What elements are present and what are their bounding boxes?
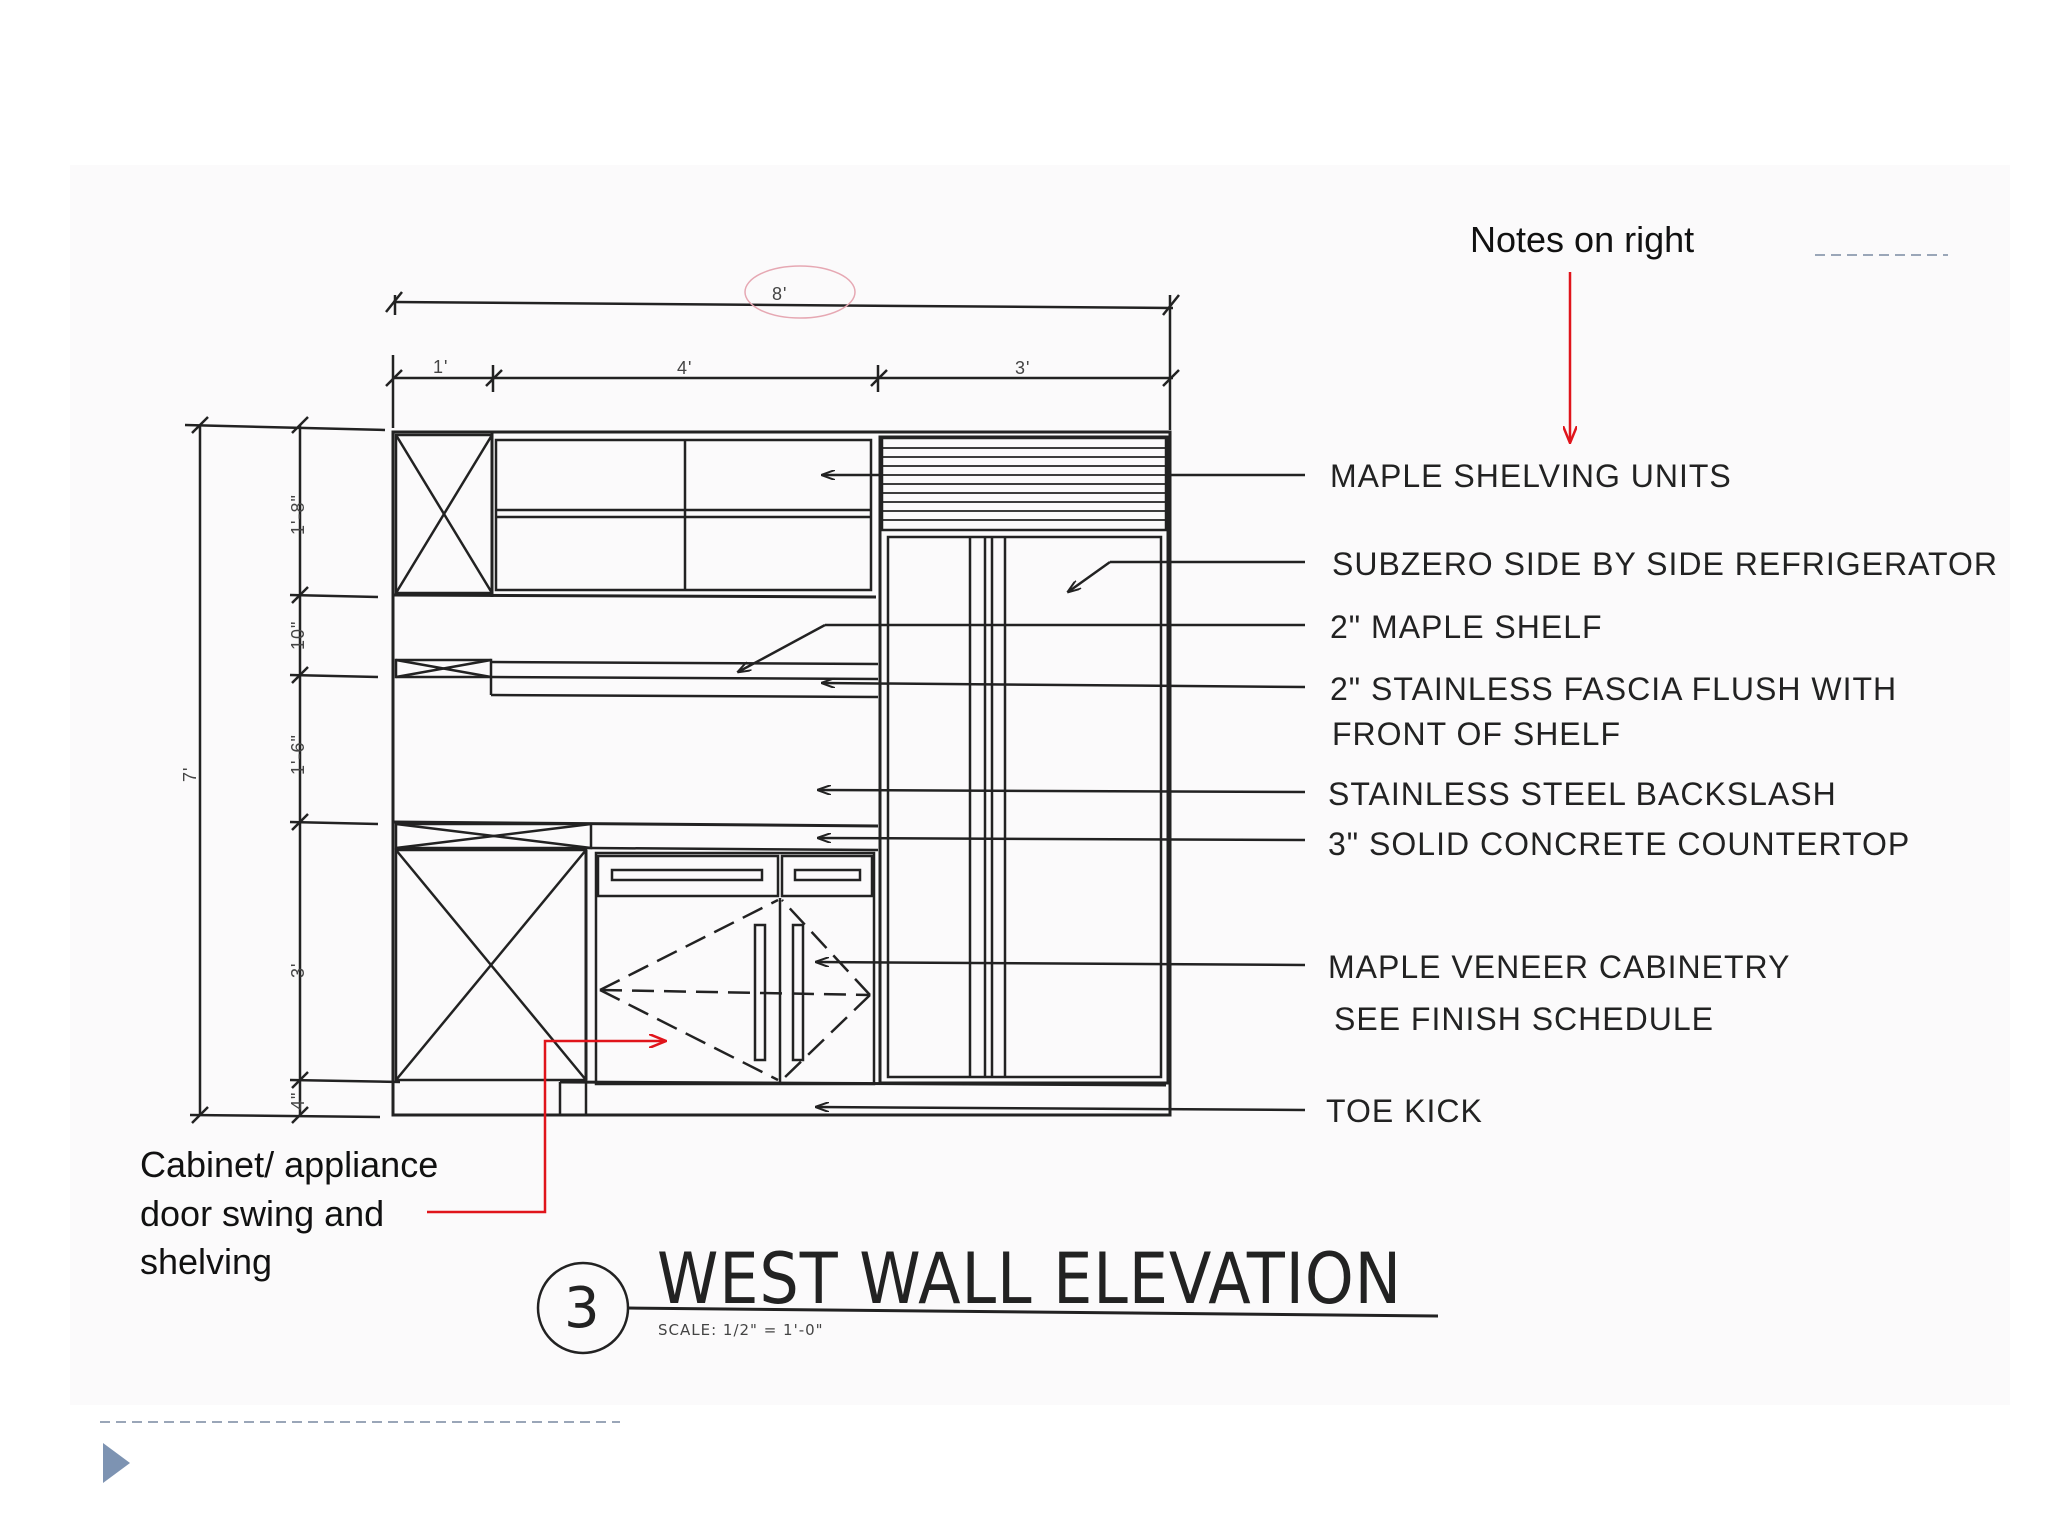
dim-top-seg1: 1' xyxy=(433,357,448,377)
note-leader-lines xyxy=(738,475,1306,1110)
drawing-scale: SCALE: 1/2" = 1'-0" xyxy=(658,1321,824,1339)
play-triangle-icon[interactable] xyxy=(103,1443,130,1483)
dim-left-3: 1'-6" xyxy=(288,734,308,775)
drawer-left xyxy=(596,854,780,898)
wall-outline xyxy=(391,430,1172,1117)
dim-left-5: 4" xyxy=(288,1092,308,1110)
title-underline xyxy=(627,1306,1439,1318)
dim-left-4: 3' xyxy=(288,963,308,978)
left-dimensions xyxy=(184,416,401,1124)
dim-top-overall: 8' xyxy=(772,284,787,304)
door-swing-annotation-line2: door swing and xyxy=(140,1193,384,1234)
note-refrigerator: SUBZERO SIDE BY SIDE REFRIGERATOR xyxy=(1332,546,1998,582)
drawing-number: 3 xyxy=(564,1276,601,1341)
door-swing-annotation-line1: Cabinet/ appliance xyxy=(140,1144,438,1185)
slide-annotations: Notes on right Cabinet/ appliance door s… xyxy=(140,219,1694,1282)
door-swing-lines xyxy=(599,898,871,1082)
dim-left-overall: 7' xyxy=(180,767,200,782)
elevation-drawing xyxy=(184,265,1439,1355)
dim-top-seg2: 4' xyxy=(677,358,692,378)
note-countertop: 3" SOLID CONCRETE COUNTERTOP xyxy=(1328,826,1910,862)
door-swing-annotation-arrow xyxy=(427,1041,665,1214)
note-fascia-line1: 2" STAINLESS FASCIA FLUSH WITH xyxy=(1330,671,1897,707)
maple-shelf xyxy=(394,658,493,679)
drawing-title: WEST WALL ELEVATION xyxy=(657,1238,1402,1320)
door-swing-annotation-line3: shelving xyxy=(140,1241,272,1282)
drawer-right xyxy=(780,854,874,898)
dim-top-seg3: 3' xyxy=(1015,358,1030,378)
note-cabinetry: MAPLE VENEER CABINETRY xyxy=(1328,949,1790,985)
drawing-notes: MAPLE SHELVING UNITS SUBZERO SIDE BY SID… xyxy=(1326,458,1998,1129)
dim-left-2: 10" xyxy=(288,621,308,650)
maple-shelving-units xyxy=(494,438,873,592)
note-backsplash: STAINLESS STEEL BACKSLASH xyxy=(1328,776,1837,812)
refrigerator-grille-lines xyxy=(882,447,1166,521)
dim-left-1: 1'-8" xyxy=(288,494,308,535)
note-finish-schedule: SEE FINISH SCHEDULE xyxy=(1334,1001,1714,1037)
top-dimensions xyxy=(385,265,1180,430)
notes-on-right-annotation: Notes on right xyxy=(1470,219,1694,260)
dimension-labels: 8' 1' 4' 3' 7' 1'-8" 10" 1'-6" 3' 4" xyxy=(180,284,1030,1110)
note-maple-shelving: MAPLE SHELVING UNITS xyxy=(1330,458,1732,494)
note-toe-kick: TOE KICK xyxy=(1326,1093,1483,1129)
note-maple-shelf: 2" MAPLE SHELF xyxy=(1330,609,1603,645)
note-fascia-line2: FRONT OF SHELF xyxy=(1332,716,1621,752)
countertop-end xyxy=(394,822,593,850)
